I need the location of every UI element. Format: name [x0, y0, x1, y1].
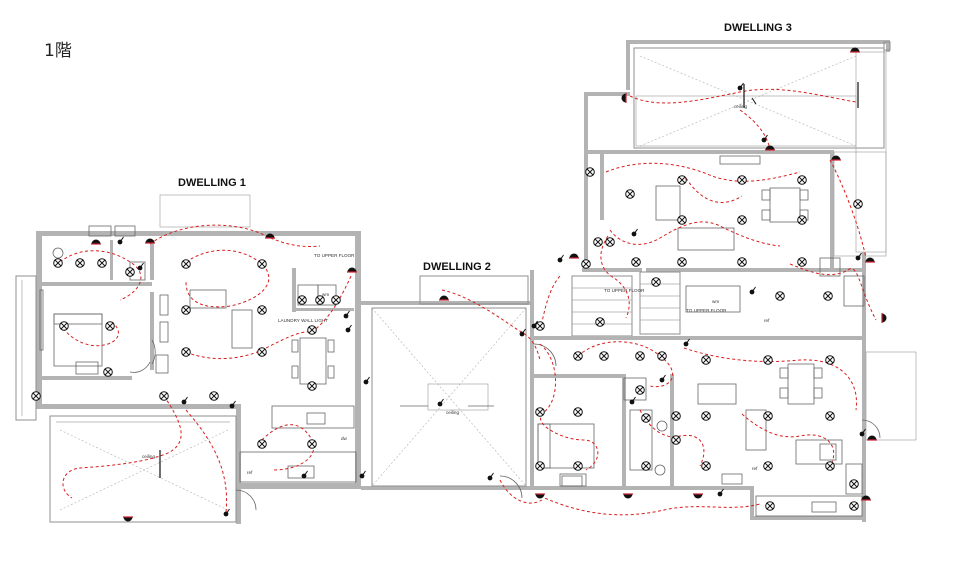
note-ref-1: ref: [247, 470, 253, 475]
note-ref-3: ref: [764, 318, 770, 323]
wall-lights: [90, 46, 888, 523]
dwelling-3-title: DWELLING 3: [724, 22, 792, 34]
note-to-upper-floor-2: TO UPPER FLOOR: [604, 288, 645, 293]
ceiling-pendant-marks: [159, 82, 859, 478]
note-ceiling-1: ceiling: [142, 454, 155, 459]
note-wm-3: wm: [712, 299, 719, 304]
note-laundry-wall-light: LAUNDRY WALL LIGHT: [278, 318, 328, 323]
note-wm-1: wm: [322, 292, 329, 297]
dwelling-1-plan: TO UPPER FLOOR LAUNDRY WALL LIGHT ceilin…: [15, 194, 361, 524]
dwelling-2-plan: ceiling: [361, 275, 533, 490]
dwelling-3-plan: ceiling TO UPPER FLOOR TO UPPER FLOOR: [499, 40, 917, 522]
note-to-upper-floor-1: TO UPPER FLOOR: [314, 253, 355, 258]
note-ceiling-3: ceiling: [734, 104, 747, 109]
floor-label: 1階: [44, 41, 72, 61]
note-dw-1: dw: [341, 436, 348, 441]
dwelling-1-title: DWELLING 1: [178, 177, 246, 189]
note-ceiling-2: ceiling: [446, 410, 459, 415]
note-to-upper-floor-3: TO UPPER FLOOR: [686, 308, 727, 313]
dwelling-2-title: DWELLING 2: [423, 261, 491, 273]
note-ref-2: ref: [752, 466, 758, 471]
